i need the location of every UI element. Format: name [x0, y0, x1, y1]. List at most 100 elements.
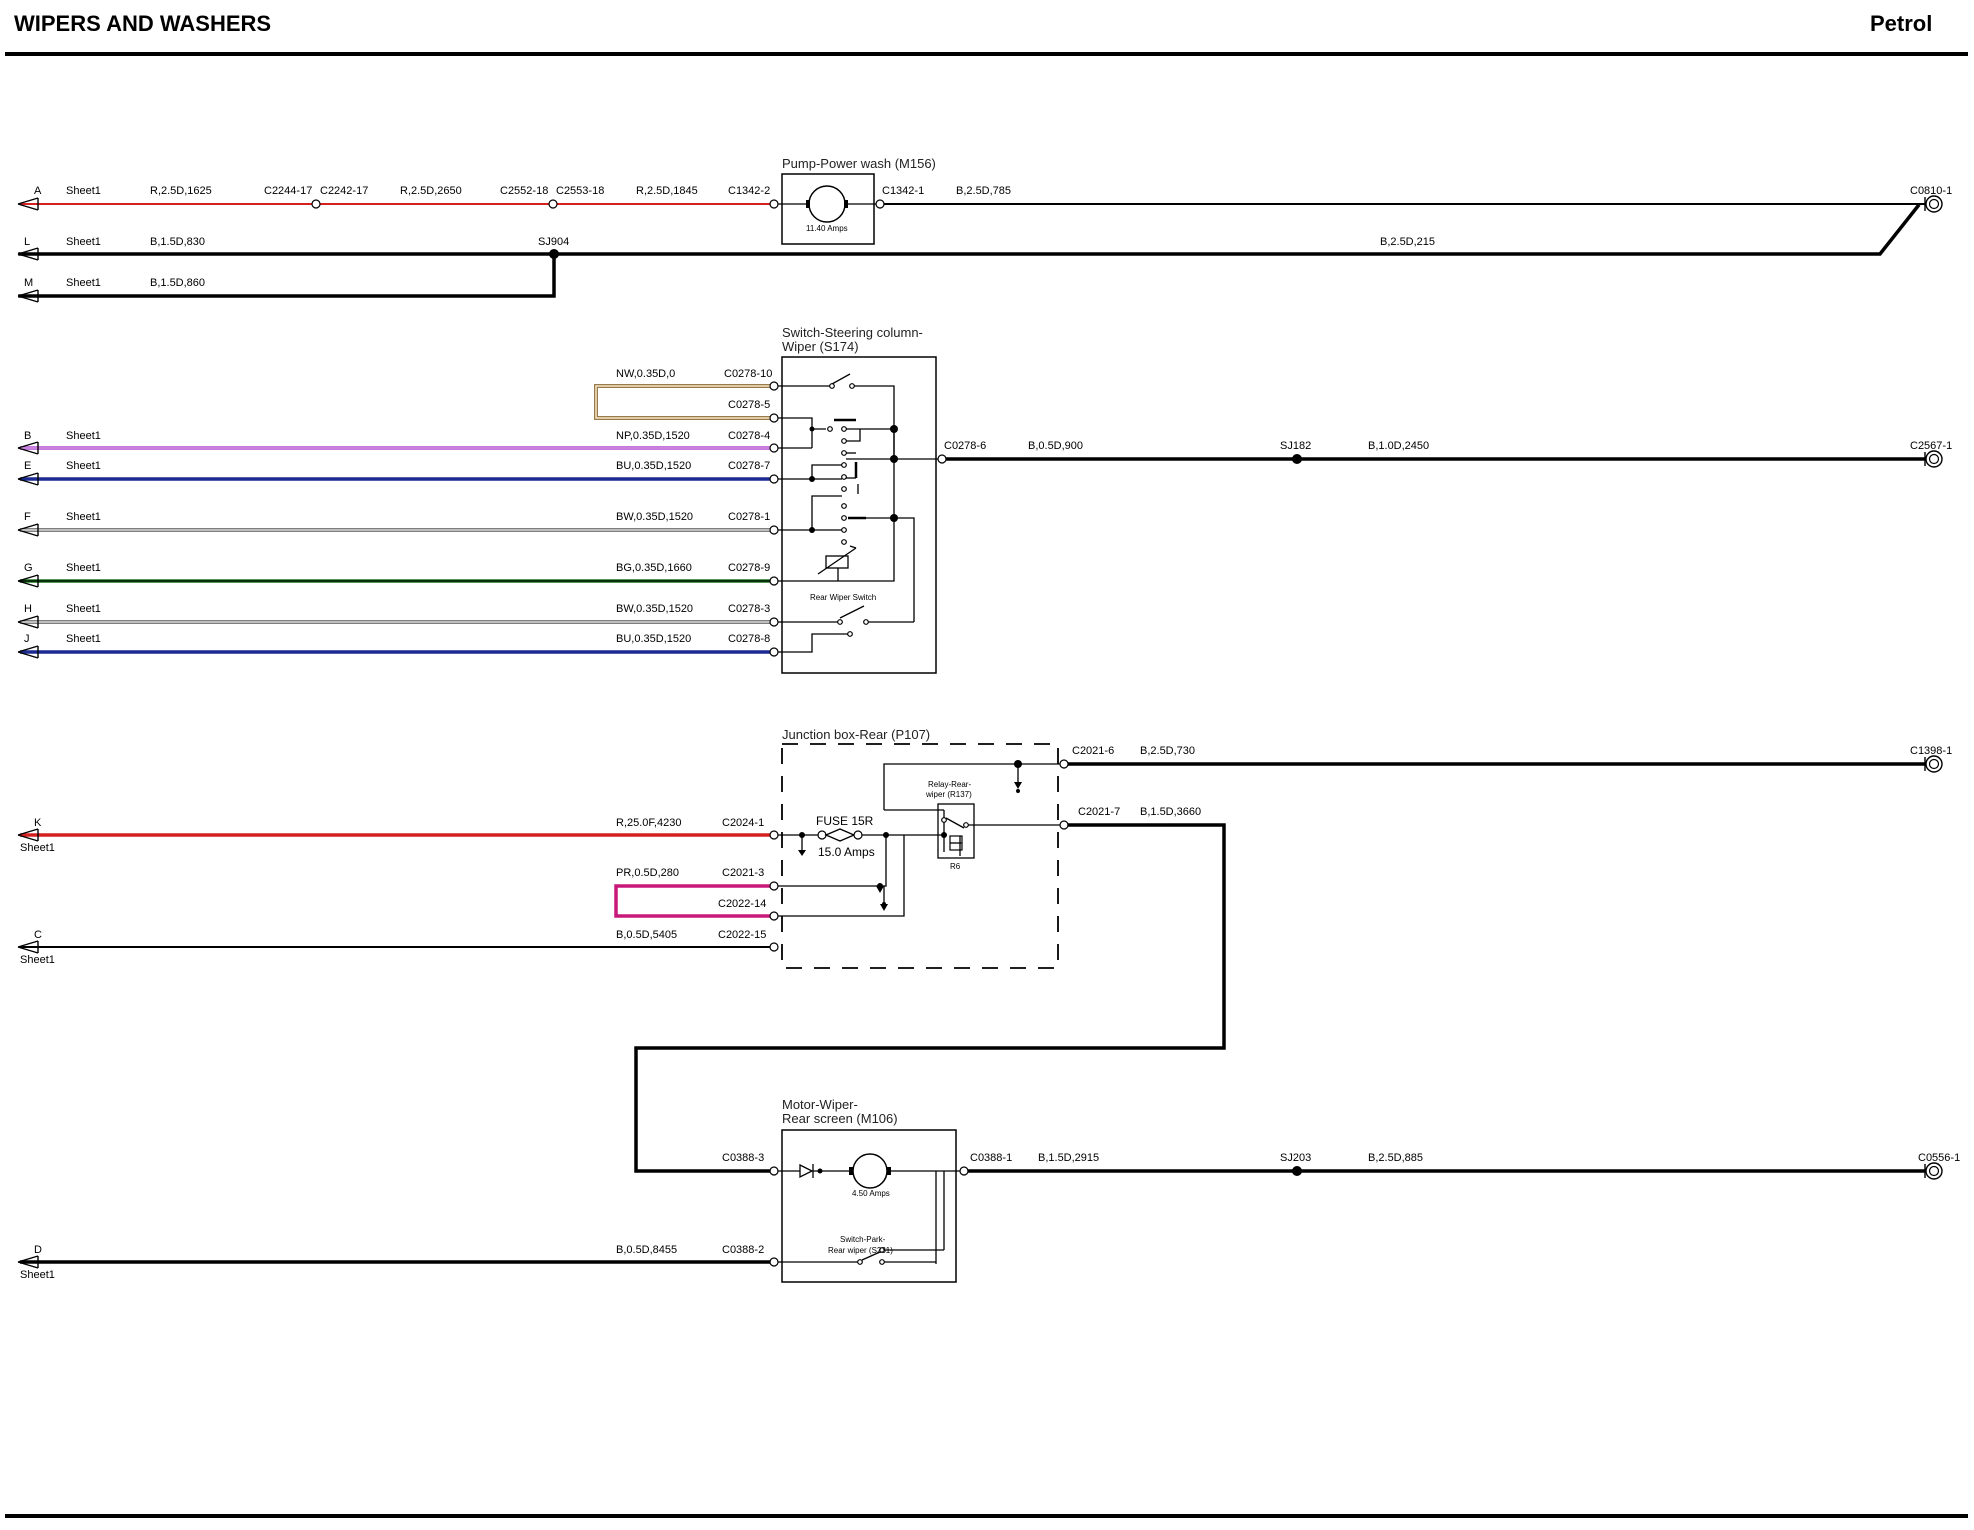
- splice-sj203: [1292, 1166, 1302, 1176]
- connector-label: C2022-14: [718, 898, 766, 910]
- junction-section: Junction box-Rear (P107) K Sheet1 R,25.0…: [17, 727, 1952, 1173]
- wire-label: R,2.5D,1845: [636, 185, 698, 197]
- park-switch-title: Switch-Park-: [840, 1235, 886, 1244]
- sheet-label: Sheet1: [66, 430, 101, 442]
- wire-label: NW,0.35D,0: [616, 368, 675, 380]
- wire-label: B,1.0D,2450: [1368, 440, 1429, 452]
- relay-box: [937, 803, 975, 859]
- connector-label: SJ904: [538, 236, 569, 248]
- connector-label: C2021-7: [1078, 806, 1120, 818]
- connector-label: C2244-17: [264, 185, 312, 197]
- sheet-label: Sheet1: [66, 633, 101, 645]
- fuse-name: FUSE 15R: [816, 814, 874, 828]
- connector-label: C0278-4: [728, 430, 770, 442]
- connector-label: C2022-15: [718, 929, 766, 941]
- wiper-motor-icon: [852, 1153, 888, 1189]
- connector-label: SJ203: [1280, 1152, 1311, 1164]
- pump-box: [781, 173, 875, 245]
- wire-label: BG,0.35D,1660: [616, 562, 692, 574]
- wire-label: B,0.5D,5405: [616, 929, 677, 941]
- splice-sj182: [1292, 454, 1302, 464]
- ground-connector-icon: [1924, 450, 1943, 468]
- pin: [959, 1166, 969, 1176]
- pump-rating: 11.40 Amps: [806, 224, 848, 233]
- pin: [875, 199, 885, 209]
- connector-label: C1342-2: [728, 185, 770, 197]
- wire-label: B,2.5D,215: [1380, 236, 1435, 248]
- sheet-label: Sheet1: [66, 562, 101, 574]
- sheet-letter: J: [24, 633, 30, 645]
- connector-label: C0388-2: [722, 1244, 764, 1256]
- splice-sj904: [549, 249, 559, 259]
- sheet-label: Sheet1: [66, 511, 101, 523]
- wire-label: B,1.5D,2915: [1038, 1152, 1099, 1164]
- wire-label: B,0.5D,900: [1028, 440, 1083, 452]
- connector-label: C2552-18: [500, 185, 548, 197]
- connector-label: C0278-3: [728, 603, 770, 615]
- page-title: WIPERS AND WASHERS: [14, 11, 271, 36]
- connector-label: C0278-5: [728, 399, 770, 411]
- diode-icon: [799, 1163, 814, 1179]
- connector-label: C2021-6: [1072, 745, 1114, 757]
- wire-label: BW,0.35D,1520: [616, 511, 693, 523]
- sheet-letter: G: [24, 562, 33, 574]
- connector-label: C0278-6: [944, 440, 986, 452]
- ground-connector-icon: [1924, 755, 1943, 773]
- sheet-label: Sheet1: [66, 236, 101, 248]
- sheet-letter: K: [34, 817, 42, 829]
- sheet-label: Sheet1: [20, 954, 55, 966]
- wire-label: B,1.5D,830: [150, 236, 205, 248]
- sheet-label: Sheet1: [66, 277, 101, 289]
- wire-label: R,2.5D,1625: [150, 185, 212, 197]
- junction-internal-circuit: [778, 760, 1060, 917]
- fuse-icon: [778, 828, 942, 856]
- sheet-label: Sheet1: [66, 185, 101, 197]
- switch-section: B Sheet1 E Sheet1 F Sheet1 G Sheet1 H Sh…: [17, 325, 1952, 674]
- motor-title: Motor-Wiper-: [782, 1097, 858, 1112]
- connector-label: C1398-1: [1910, 745, 1952, 757]
- motor-box: [781, 1129, 957, 1283]
- sheet-letter: M: [24, 277, 33, 289]
- sheet-letter: E: [24, 460, 31, 472]
- wire-m: [18, 252, 556, 298]
- connector-label: C0278-8: [728, 633, 770, 645]
- sheet-label: Sheet1: [66, 603, 101, 615]
- connector-label: C0278-10: [724, 368, 772, 380]
- fuse-rating: 15.0 Amps: [818, 845, 875, 859]
- connector-label: SJ182: [1280, 440, 1311, 452]
- wire-l: [18, 203, 1921, 256]
- pump-title: Pump-Power wash (M156): [782, 156, 936, 171]
- pump-motor-icon: [808, 185, 846, 223]
- wire-label: B,2.5D,785: [956, 185, 1011, 197]
- motor-internal-circuit: [778, 1153, 960, 1265]
- pin: [769, 1257, 779, 1267]
- variant-label: Petrol: [1870, 11, 1932, 36]
- sheet-letter: F: [24, 511, 31, 523]
- pin: [769, 1166, 779, 1176]
- wire-label: R,2.5D,2650: [400, 185, 462, 197]
- sheet-letter: H: [24, 603, 32, 615]
- connector-label: C2021-3: [722, 867, 764, 879]
- wire-label: BU,0.35D,1520: [616, 633, 691, 645]
- switch-title: Wiper (S174): [782, 339, 859, 354]
- ground-connector-icon: [1924, 195, 1943, 213]
- motor-title: Rear screen (M106): [782, 1111, 898, 1126]
- connector-label: C0810-1: [1910, 185, 1952, 197]
- switch-box: [781, 356, 937, 674]
- junction-title: Junction box-Rear (P107): [782, 727, 930, 742]
- wire-label: PR,0.5D,280: [616, 867, 679, 879]
- connector-label: C0278-1: [728, 511, 770, 523]
- header: WIPERS AND WASHERS Petrol: [5, 11, 1968, 56]
- connector-label: C1342-1: [882, 185, 924, 197]
- connector-label: C2024-1: [722, 817, 764, 829]
- wire-label: B,2.5D,730: [1140, 745, 1195, 757]
- wire-label: NP,0.35D,1520: [616, 430, 690, 442]
- pin: [769, 199, 779, 209]
- switch-title: Switch-Steering column-: [782, 325, 923, 340]
- ground-connector-icon: [1924, 1162, 1943, 1180]
- wire-label: BU,0.35D,1520: [616, 460, 691, 472]
- switch-internal-circuit-icon: Rear Wiper Switch: [778, 373, 938, 653]
- connector-label: C0278-9: [728, 562, 770, 574]
- connector-label: C2242-17: [320, 185, 368, 197]
